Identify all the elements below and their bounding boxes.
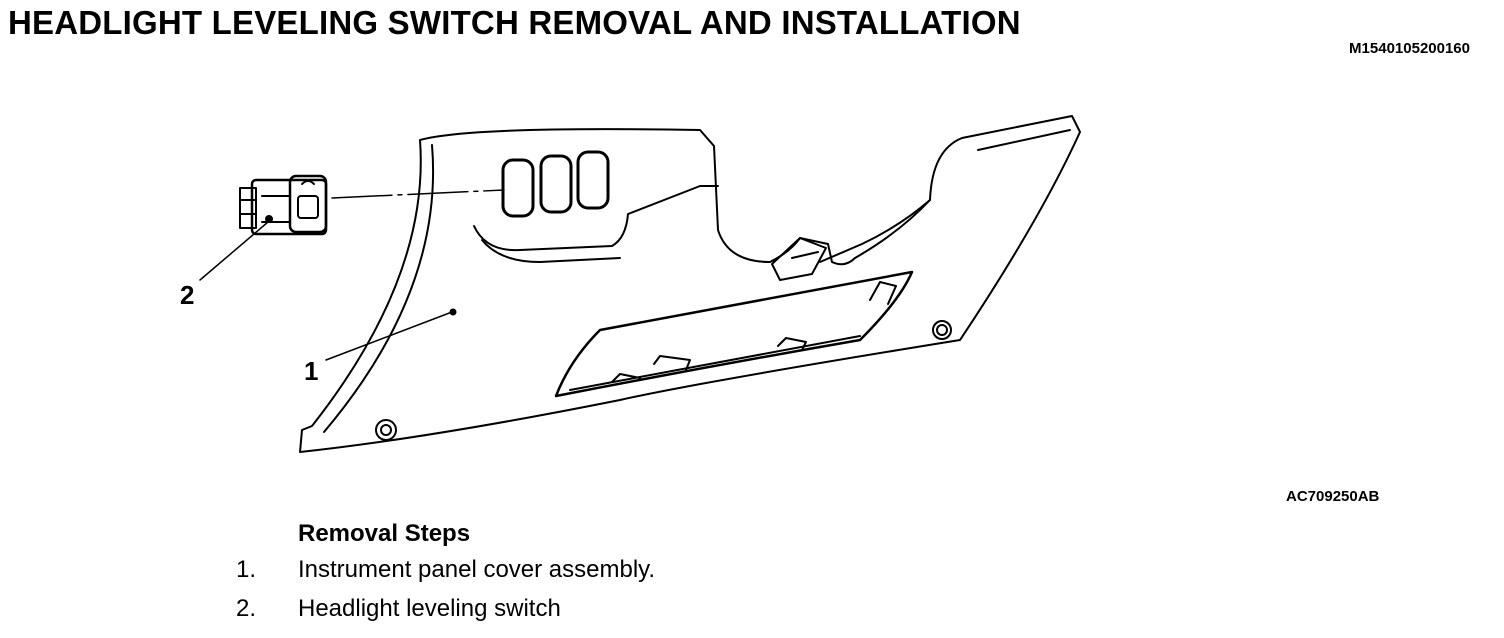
panel-notch-detail bbox=[791, 251, 819, 259]
panel-inner-edge bbox=[323, 144, 435, 433]
step-text: Headlight leveling switch bbox=[298, 595, 561, 622]
installation-guide-line bbox=[331, 189, 505, 199]
screw-boss-left bbox=[375, 419, 397, 441]
leader-line-2 bbox=[199, 221, 269, 281]
leveling-switch-drawing bbox=[239, 174, 328, 236]
leader-line-1 bbox=[325, 311, 453, 361]
step-number: 2. bbox=[236, 595, 257, 622]
panel-upper-bevel bbox=[473, 185, 719, 252]
panel-top-right-ridge bbox=[977, 129, 1071, 151]
screw-boss-right-inner bbox=[936, 324, 948, 336]
removal-step: 1. Instrument panel cover assembly. bbox=[236, 556, 655, 584]
step-number: 1. bbox=[236, 556, 257, 583]
figure-id: AC709250AB bbox=[1286, 488, 1380, 505]
switch-opening-2 bbox=[539, 154, 573, 214]
step-text: Instrument panel cover assembly. bbox=[298, 556, 656, 583]
screw-boss-left-inner bbox=[380, 424, 392, 436]
panel-notch bbox=[771, 237, 827, 281]
pocket-tab-4 bbox=[611, 373, 641, 383]
panel-pocket-opening bbox=[554, 270, 914, 398]
removal-steps-heading: Removal Steps bbox=[298, 520, 471, 547]
panel-right-bevel bbox=[819, 199, 931, 263]
panel-upper-bevel-2 bbox=[481, 239, 621, 263]
panel-pocket-inner bbox=[569, 335, 861, 391]
pocket-tab-1 bbox=[653, 355, 691, 371]
removal-step: 2. Headlight leveling switch bbox=[236, 595, 561, 623]
screw-boss-right bbox=[932, 320, 952, 340]
pocket-tab-2 bbox=[777, 337, 807, 351]
document-id: M1540105200160 bbox=[1349, 40, 1470, 57]
panel-cover-outline bbox=[299, 115, 1081, 453]
page-title: HEADLIGHT LEVELING SWITCH REMOVAL AND IN… bbox=[8, 4, 1021, 41]
callout-2: 2 bbox=[180, 280, 195, 310]
switch-opening-3 bbox=[576, 150, 610, 210]
callout-1: 1 bbox=[304, 356, 319, 386]
switch-opening-1 bbox=[501, 158, 535, 218]
leader-dot-1 bbox=[449, 308, 457, 316]
pocket-tab-3 bbox=[869, 281, 897, 305]
